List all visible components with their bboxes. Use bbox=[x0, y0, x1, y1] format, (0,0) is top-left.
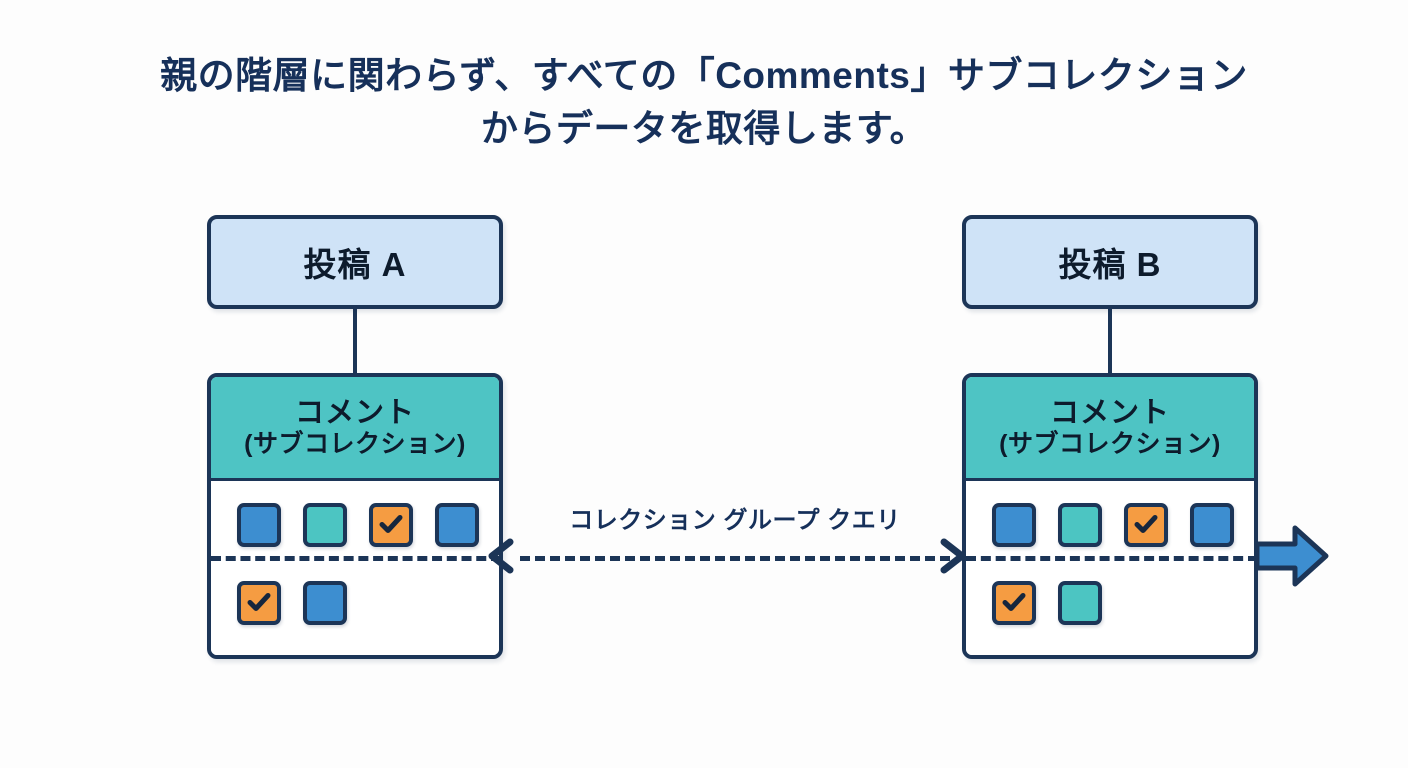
query-line-segment-middle bbox=[520, 556, 950, 561]
post-box-b[interactable]: 投稿 B bbox=[962, 215, 1258, 309]
comment-tile[interactable] bbox=[1190, 503, 1234, 547]
card-header-subtitle-a: (サブコレクション) bbox=[244, 429, 466, 458]
comment-tile-checked[interactable] bbox=[992, 581, 1036, 625]
card-body-a bbox=[211, 481, 499, 655]
card-header-title-b: コメント bbox=[1049, 397, 1170, 430]
overflow-right-arrow-icon bbox=[1254, 522, 1330, 595]
tile-row-a-1 bbox=[237, 503, 479, 547]
comment-tile[interactable] bbox=[303, 503, 347, 547]
query-line-segment-left bbox=[211, 556, 501, 561]
query-label: コレクション グループ クエリ bbox=[569, 507, 901, 534]
check-icon bbox=[1134, 514, 1158, 533]
comment-tile-checked[interactable] bbox=[369, 503, 413, 547]
connector-line-b bbox=[1108, 307, 1112, 377]
post-label-b: 投稿 B bbox=[1058, 246, 1162, 283]
comments-card-b[interactable]: コメント (サブコレクション) bbox=[962, 373, 1258, 659]
comment-tile[interactable] bbox=[992, 503, 1036, 547]
card-header-title-a: コメント bbox=[294, 397, 415, 430]
comment-tile[interactable] bbox=[435, 503, 479, 547]
post-box-a[interactable]: 投稿 A bbox=[207, 215, 503, 309]
comments-card-a[interactable]: コメント (サブコレクション) bbox=[207, 373, 503, 659]
card-header-b: コメント (サブコレクション) bbox=[966, 377, 1254, 481]
check-icon bbox=[247, 592, 271, 611]
card-header-a: コメント (サブコレクション) bbox=[211, 377, 499, 481]
comment-tile[interactable] bbox=[1058, 581, 1102, 625]
comment-tile[interactable] bbox=[1058, 503, 1102, 547]
card-body-b bbox=[966, 481, 1254, 655]
tile-row-b-2 bbox=[992, 581, 1102, 625]
page-title: 親の階層に関わらず、すべての「Comments」サブコレクション からデータを取… bbox=[160, 55, 1248, 149]
comment-tile-checked[interactable] bbox=[237, 581, 281, 625]
check-icon bbox=[379, 514, 403, 533]
card-header-subtitle-b: (サブコレクション) bbox=[999, 429, 1221, 458]
tile-row-a-2 bbox=[237, 581, 347, 625]
comment-tile[interactable] bbox=[237, 503, 281, 547]
check-icon bbox=[1002, 592, 1026, 611]
comment-tile[interactable] bbox=[303, 581, 347, 625]
post-label-a: 投稿 A bbox=[303, 246, 407, 283]
comment-tile-checked[interactable] bbox=[1124, 503, 1168, 547]
query-line-segment-right bbox=[966, 556, 1258, 561]
tile-row-b-1 bbox=[992, 503, 1234, 547]
connector-line-a bbox=[353, 307, 357, 377]
